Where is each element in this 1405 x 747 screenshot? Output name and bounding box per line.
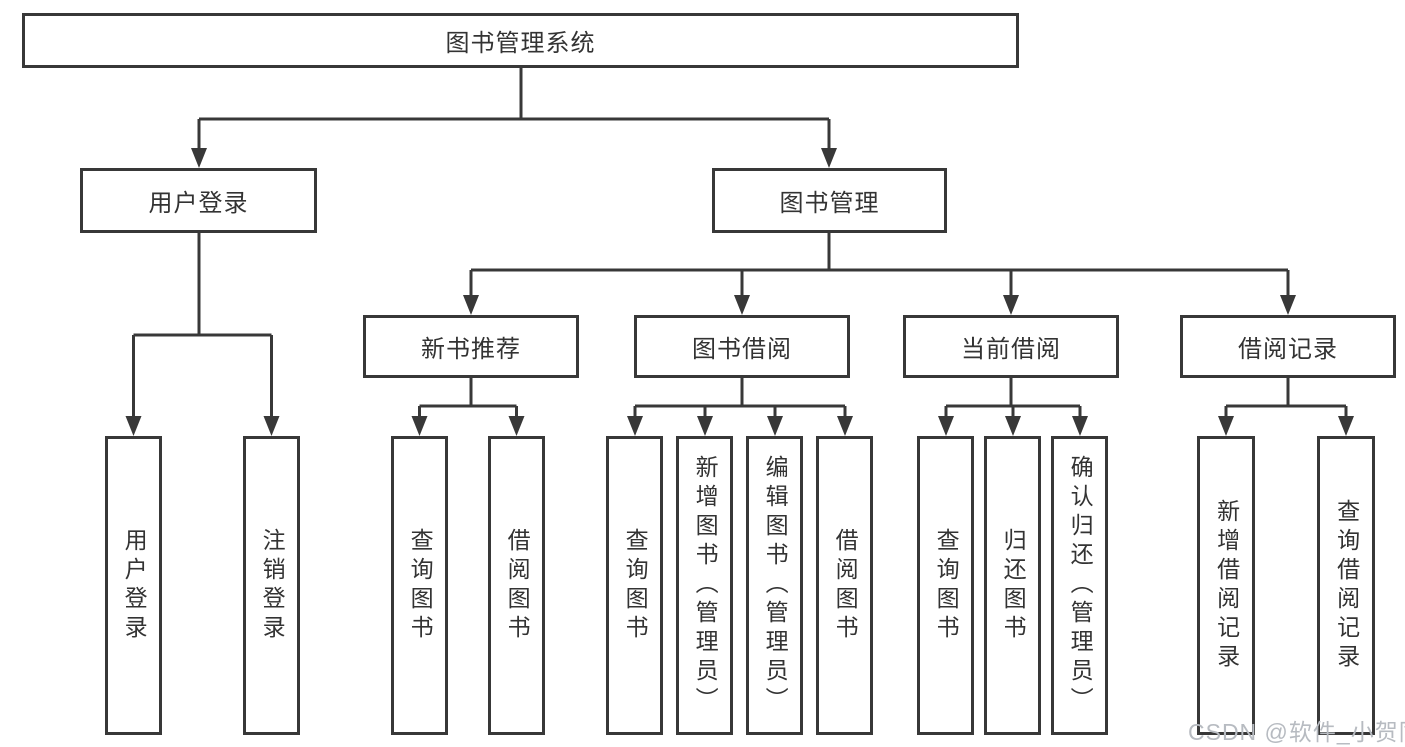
node-current-borrowing: 当前借阅 bbox=[903, 315, 1119, 378]
connector-userlogin-to-leaves bbox=[132, 233, 273, 418]
leaf-confirm-return-admin-label: 确认归还（管理员） bbox=[1067, 455, 1094, 716]
connector-newbook-to-leaves bbox=[418, 378, 518, 418]
leaf-borrow-book-label: 借阅图书 bbox=[832, 527, 859, 644]
node-book-borrowing: 图书借阅 bbox=[634, 315, 850, 378]
leaf-add-borrow-record: 新增借阅记录 bbox=[1197, 436, 1255, 735]
leaf-borrow-book-recommend: 借阅图书 bbox=[488, 436, 545, 735]
leaf-logout-label: 注销登录 bbox=[259, 527, 286, 644]
leaf-add-book-admin: 新增图书（管理员） bbox=[676, 436, 733, 735]
csdn-watermark: CSDN @软件_小贺同学 bbox=[1188, 719, 1405, 745]
leaf-query-borrow-record: 查询借阅记录 bbox=[1317, 436, 1375, 735]
leaf-query-book-recommend-label: 查询图书 bbox=[407, 527, 434, 644]
leaf-user-login-label: 用户登录 bbox=[121, 527, 148, 644]
leaf-query-book-borrow: 查询图书 bbox=[606, 436, 663, 735]
connector-borrowrecord-to-leaves bbox=[1224, 378, 1348, 418]
node-user-login: 用户登录 bbox=[80, 168, 317, 233]
leaf-borrow-book: 借阅图书 bbox=[816, 436, 873, 735]
leaf-confirm-return-admin: 确认归还（管理员） bbox=[1051, 436, 1108, 735]
leaf-borrow-book-recommend-label: 借阅图书 bbox=[504, 527, 531, 644]
node-book-management: 图书管理 bbox=[712, 168, 947, 233]
connector-root-to-level2 bbox=[197, 68, 831, 150]
leaf-edit-book-admin: 编辑图书（管理员） bbox=[746, 436, 803, 735]
node-borrowing-records: 借阅记录 bbox=[1180, 315, 1396, 378]
leaf-query-book-current-label: 查询图书 bbox=[933, 527, 960, 644]
leaf-add-borrow-record-label: 新增借阅记录 bbox=[1213, 498, 1240, 673]
connector-bookborrow-to-leaves bbox=[633, 378, 847, 418]
leaf-query-book-recommend: 查询图书 bbox=[391, 436, 448, 735]
leaf-return-book: 归还图书 bbox=[984, 436, 1041, 735]
leaf-edit-book-admin-label: 编辑图书（管理员） bbox=[762, 455, 789, 716]
leaf-add-book-admin-label: 新增图书（管理员） bbox=[692, 455, 719, 716]
leaf-query-borrow-record-label: 查询借阅记录 bbox=[1333, 498, 1360, 673]
leaf-user-login: 用户登录 bbox=[105, 436, 162, 735]
leaf-query-book-borrow-label: 查询图书 bbox=[622, 527, 649, 644]
leaf-logout: 注销登录 bbox=[243, 436, 300, 735]
arrowheads bbox=[125, 148, 1354, 436]
node-library-management-system: 图书管理系统 bbox=[22, 13, 1019, 68]
leaf-return-book-label: 归还图书 bbox=[1000, 527, 1027, 644]
node-new-book-recommendation: 新书推荐 bbox=[363, 315, 579, 378]
leaf-query-book-current: 查询图书 bbox=[917, 436, 974, 735]
connector-bookmgmt-to-level3 bbox=[469, 233, 1290, 297]
connector-currentborrow-to-leaves bbox=[944, 378, 1082, 418]
